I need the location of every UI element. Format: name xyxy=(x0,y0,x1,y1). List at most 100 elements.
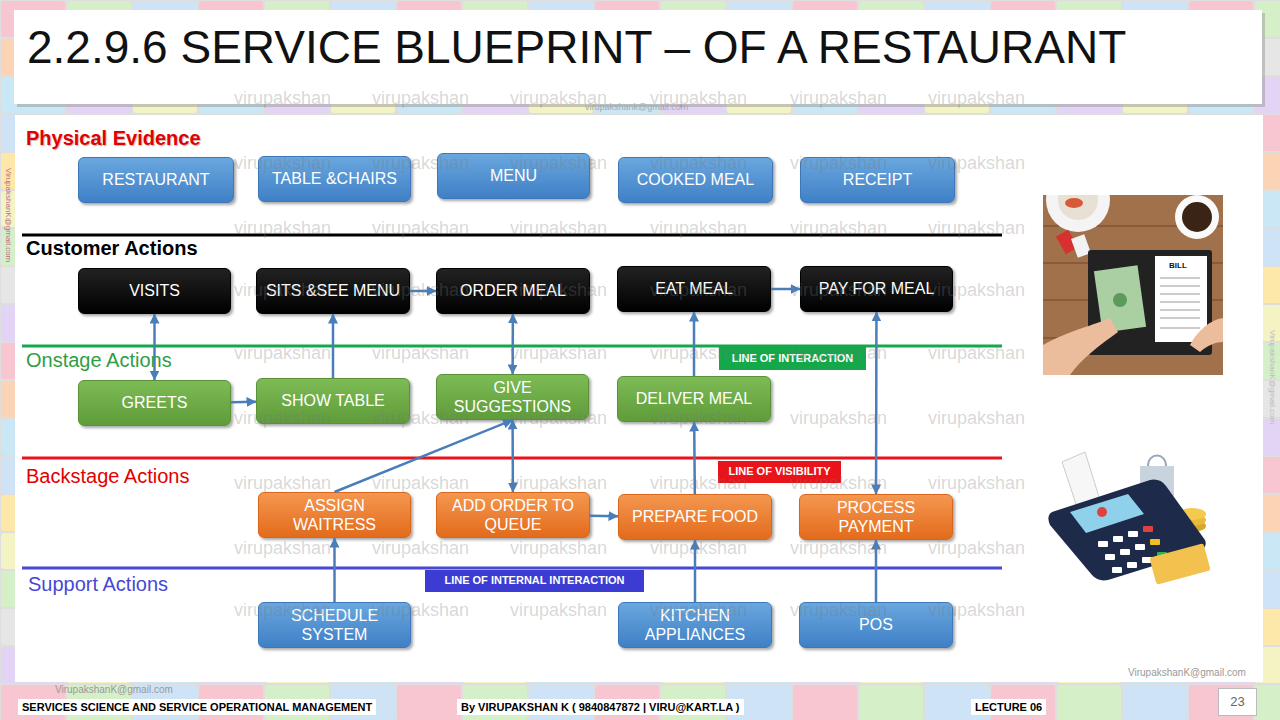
process-box: ASSIGN WAITRESS xyxy=(258,492,411,538)
connector-arrow xyxy=(335,420,513,492)
plate xyxy=(1046,195,1110,232)
box-text: MENU xyxy=(490,166,537,185)
box-text: LINE OF VISIBILITY xyxy=(728,465,830,478)
connector-arrow xyxy=(511,314,514,374)
content-panel xyxy=(15,115,1263,682)
process-box: GIVE SUGGESTIONS xyxy=(436,374,589,420)
process-box: DELIVER MEAL xyxy=(617,376,771,422)
box-text: ADD ORDER TO QUEUE xyxy=(450,496,576,534)
box-text: TABLE &CHAIRS xyxy=(272,169,397,188)
banknote-mark xyxy=(1113,293,1127,307)
box-text: GREETS xyxy=(122,393,188,412)
background-tile xyxy=(859,685,923,720)
box-text: COOKED MEAL xyxy=(637,170,754,189)
bank-card xyxy=(1149,543,1210,585)
background-tile xyxy=(1057,685,1121,720)
line-tag: LINE OF VISIBILITY xyxy=(718,461,841,483)
keypad-key xyxy=(1150,539,1160,545)
connector-arrow xyxy=(590,515,618,518)
connector-arrow xyxy=(332,314,335,378)
process-box: GREETS xyxy=(78,380,231,426)
process-box: MENU xyxy=(437,153,590,199)
background-tile xyxy=(331,685,395,720)
napkin xyxy=(1071,234,1091,258)
pos-terminal xyxy=(1048,452,1210,585)
hand xyxy=(1190,318,1223,352)
screen-icon xyxy=(1097,507,1107,517)
lane-divider xyxy=(22,234,1002,237)
box-text: SITS &SEE MENU xyxy=(266,281,400,300)
background-tile xyxy=(1,685,65,720)
box-text: PROCESS PAYMENT xyxy=(813,498,939,536)
terminal-screen xyxy=(1070,494,1144,533)
background-tile xyxy=(925,685,989,720)
box-text: GIVE SUGGESTIONS xyxy=(450,378,576,416)
hand xyxy=(1043,318,1118,375)
process-box: ADD ORDER TO QUEUE xyxy=(436,492,590,538)
process-box: RESTAURANT xyxy=(78,157,234,203)
background-tile xyxy=(727,685,791,720)
box-text: ORDER MEAL xyxy=(460,281,566,300)
box-text: VISITS xyxy=(129,281,180,300)
process-box: RECEIPT xyxy=(800,157,955,203)
connector-arrow xyxy=(875,312,878,494)
keypad-key xyxy=(1135,544,1145,550)
process-box: PAY FOR MEAL xyxy=(800,266,953,312)
keypad-key xyxy=(1143,526,1153,532)
bill-paper xyxy=(1155,256,1207,342)
keypad-key xyxy=(1098,541,1108,547)
background-tile xyxy=(133,685,197,720)
background-tile xyxy=(463,685,527,720)
background-tile xyxy=(661,685,725,720)
connector-arrow xyxy=(771,288,800,291)
process-box: KITCHEN APPLIANCES xyxy=(618,602,772,648)
box-text: PAY FOR MEAL xyxy=(819,279,935,298)
connector-arrow xyxy=(693,312,696,376)
background-tile xyxy=(1189,685,1253,720)
background-tile xyxy=(67,685,131,720)
coffee-cup xyxy=(1175,195,1219,239)
process-box: POS xyxy=(799,602,953,648)
box-text: ASSIGN WAITRESS xyxy=(272,496,398,534)
connector-arrow xyxy=(694,540,697,602)
keypad-key xyxy=(1120,549,1130,555)
process-box: VISITS xyxy=(78,268,231,314)
slide-title: 2.2.9.6 SERVICE BLUEPRINT – OF A RESTAUR… xyxy=(27,24,1126,70)
connector-arrow xyxy=(153,314,156,380)
plate-inner xyxy=(1058,195,1098,220)
keypad-key xyxy=(1105,554,1115,560)
background-tile xyxy=(595,685,659,720)
background-tile xyxy=(265,685,329,720)
box-text: LINE OF INTERNAL INTERACTION xyxy=(444,574,624,587)
box-text: LINE OF INTERACTION xyxy=(732,352,854,365)
process-box: SHOW TABLE xyxy=(256,378,410,424)
process-box: TABLE &CHAIRS xyxy=(258,156,411,202)
bill-lines xyxy=(1160,278,1200,328)
connector-arrow xyxy=(231,401,256,404)
box-text: KITCHEN APPLIANCES xyxy=(632,606,758,644)
process-box: ORDER MEAL xyxy=(436,268,590,314)
box-text: DELIVER MEAL xyxy=(636,389,752,408)
box-text: EAT MEAL xyxy=(655,279,733,298)
keypad-key xyxy=(1113,536,1123,542)
background-tile xyxy=(1255,685,1280,720)
line-of-visibility xyxy=(22,457,1002,460)
box-text: SCHEDULE SYSTEM xyxy=(272,606,398,644)
box-text: POS xyxy=(859,615,893,634)
process-box: PROCESS PAYMENT xyxy=(799,494,953,540)
process-box: SCHEDULE SYSTEM xyxy=(258,602,411,648)
box-text: RESTAURANT xyxy=(102,170,209,189)
background-tile xyxy=(397,685,461,720)
food xyxy=(1065,198,1083,208)
connector-arrow xyxy=(511,420,514,492)
coffee xyxy=(1182,202,1212,232)
box-text: PREPARE FOOD xyxy=(632,507,758,526)
line-tag: LINE OF INTERACTION xyxy=(719,347,866,370)
background-tile xyxy=(1123,685,1187,720)
background-tile xyxy=(991,685,1055,720)
process-box: SITS &SEE MENU xyxy=(256,268,410,314)
title-panel xyxy=(14,10,1262,104)
